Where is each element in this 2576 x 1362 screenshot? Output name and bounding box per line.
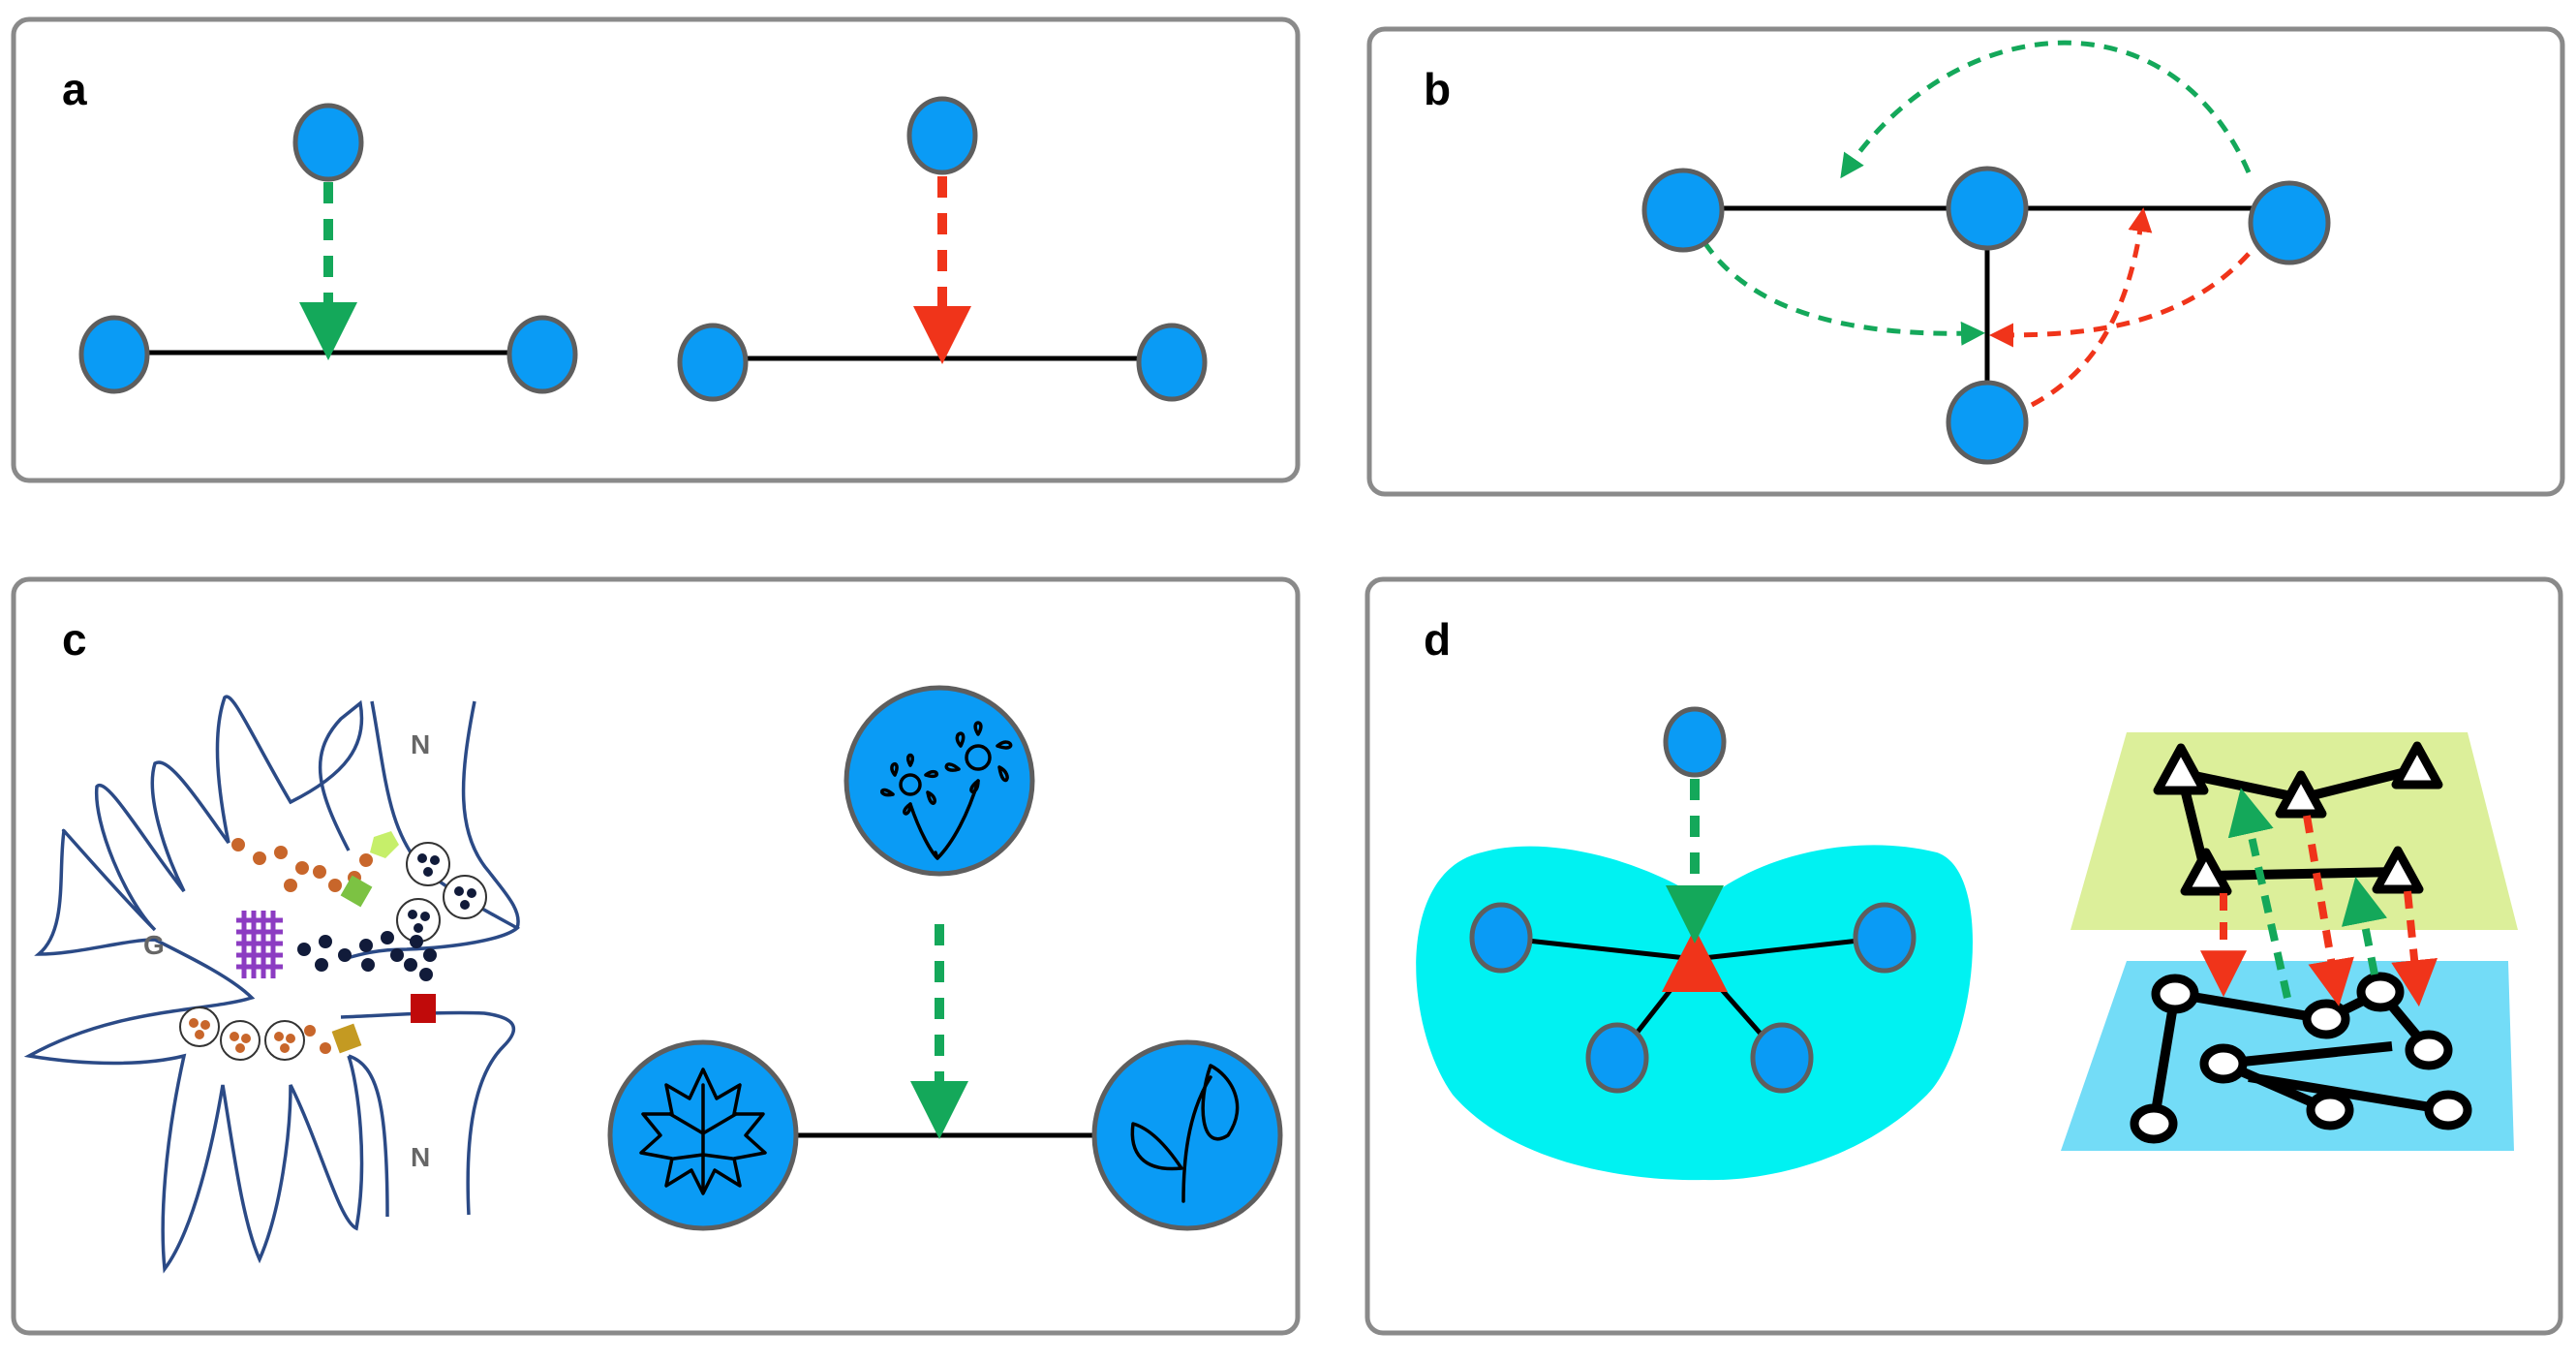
- panel-b-label: b: [1424, 64, 1451, 114]
- neuron-bottom-outline: [340, 1010, 516, 1216]
- flower-icon: [880, 721, 1013, 860]
- panel-c-frame: [11, 576, 1301, 1336]
- panel-b: b: [1366, 26, 2565, 497]
- node-a-left-source: [292, 103, 364, 182]
- node-d-4: [1750, 1022, 1814, 1094]
- node-a-right-2: [1136, 323, 1208, 402]
- panel-c: c G N N: [11, 576, 1301, 1336]
- panel-d-label: d: [1424, 614, 1451, 665]
- lower-layer-nodes: [2130, 972, 2472, 1144]
- green-receptor: [340, 875, 373, 908]
- panel-a: a: [11, 16, 1301, 483]
- glial-cell-outline: [23, 695, 364, 1274]
- node-b-left: [1641, 168, 1725, 253]
- node-d-1: [1469, 902, 1533, 974]
- node-a-right-source: [906, 96, 978, 175]
- neuron-top-label: N: [411, 729, 430, 759]
- synapse-illustration: G N N: [23, 695, 521, 1274]
- neuron-top-outline-right: [461, 700, 520, 929]
- node-d-3: [1585, 1022, 1649, 1094]
- presynaptic-vesicles: [396, 842, 487, 943]
- red-channel: [411, 994, 436, 1023]
- node-a-right-1: [677, 323, 749, 402]
- cyan-blob: [1416, 845, 1974, 1181]
- node-d-source: [1663, 706, 1727, 778]
- upper-layer-nodes: [2153, 741, 2443, 896]
- node-b-center: [1946, 166, 2029, 251]
- node-c-top: [843, 685, 1035, 877]
- arrow-b-excitatory-top: [1840, 40, 2252, 179]
- node-b-bottom: [1946, 380, 2029, 465]
- panel-a-frame: [11, 16, 1301, 483]
- interlayer-arrows: [2200, 788, 2438, 1007]
- sprout-icon: [1130, 1064, 1240, 1203]
- glia-label: G: [143, 930, 165, 960]
- olive-receptor: [331, 1023, 362, 1054]
- lime-receptor: [370, 831, 399, 858]
- node-b-right: [2248, 180, 2331, 265]
- node-d-2: [1853, 902, 1917, 974]
- neuron-bottom-label: N: [411, 1142, 430, 1172]
- arrow-b-inhibitory-right: [1989, 252, 2251, 348]
- arrow-b-excitatory-bottom: [1702, 240, 1985, 346]
- purple-receptor-coil: [236, 911, 283, 978]
- node-a-left-2: [506, 315, 578, 394]
- maple-leaf-icon: [639, 1068, 767, 1195]
- node-c-right: [1091, 1039, 1283, 1231]
- panel-c-label: c: [62, 614, 87, 665]
- upper-layer: [2070, 732, 2518, 930]
- neuron-bottom-outline-left: [348, 1054, 389, 1218]
- panel-d: d: [1365, 576, 2563, 1336]
- node-c-left: [607, 1039, 799, 1231]
- panel-a-label: a: [62, 64, 87, 114]
- panel-b-frame: [1366, 26, 2565, 497]
- hyperedge-triangle: [1662, 928, 1728, 992]
- arrow-b-inhibitory-bottom: [2030, 207, 2153, 408]
- neurotransmitter-dots: [297, 931, 437, 981]
- node-a-left-1: [78, 315, 150, 394]
- glial-vesicles: [179, 1006, 331, 1061]
